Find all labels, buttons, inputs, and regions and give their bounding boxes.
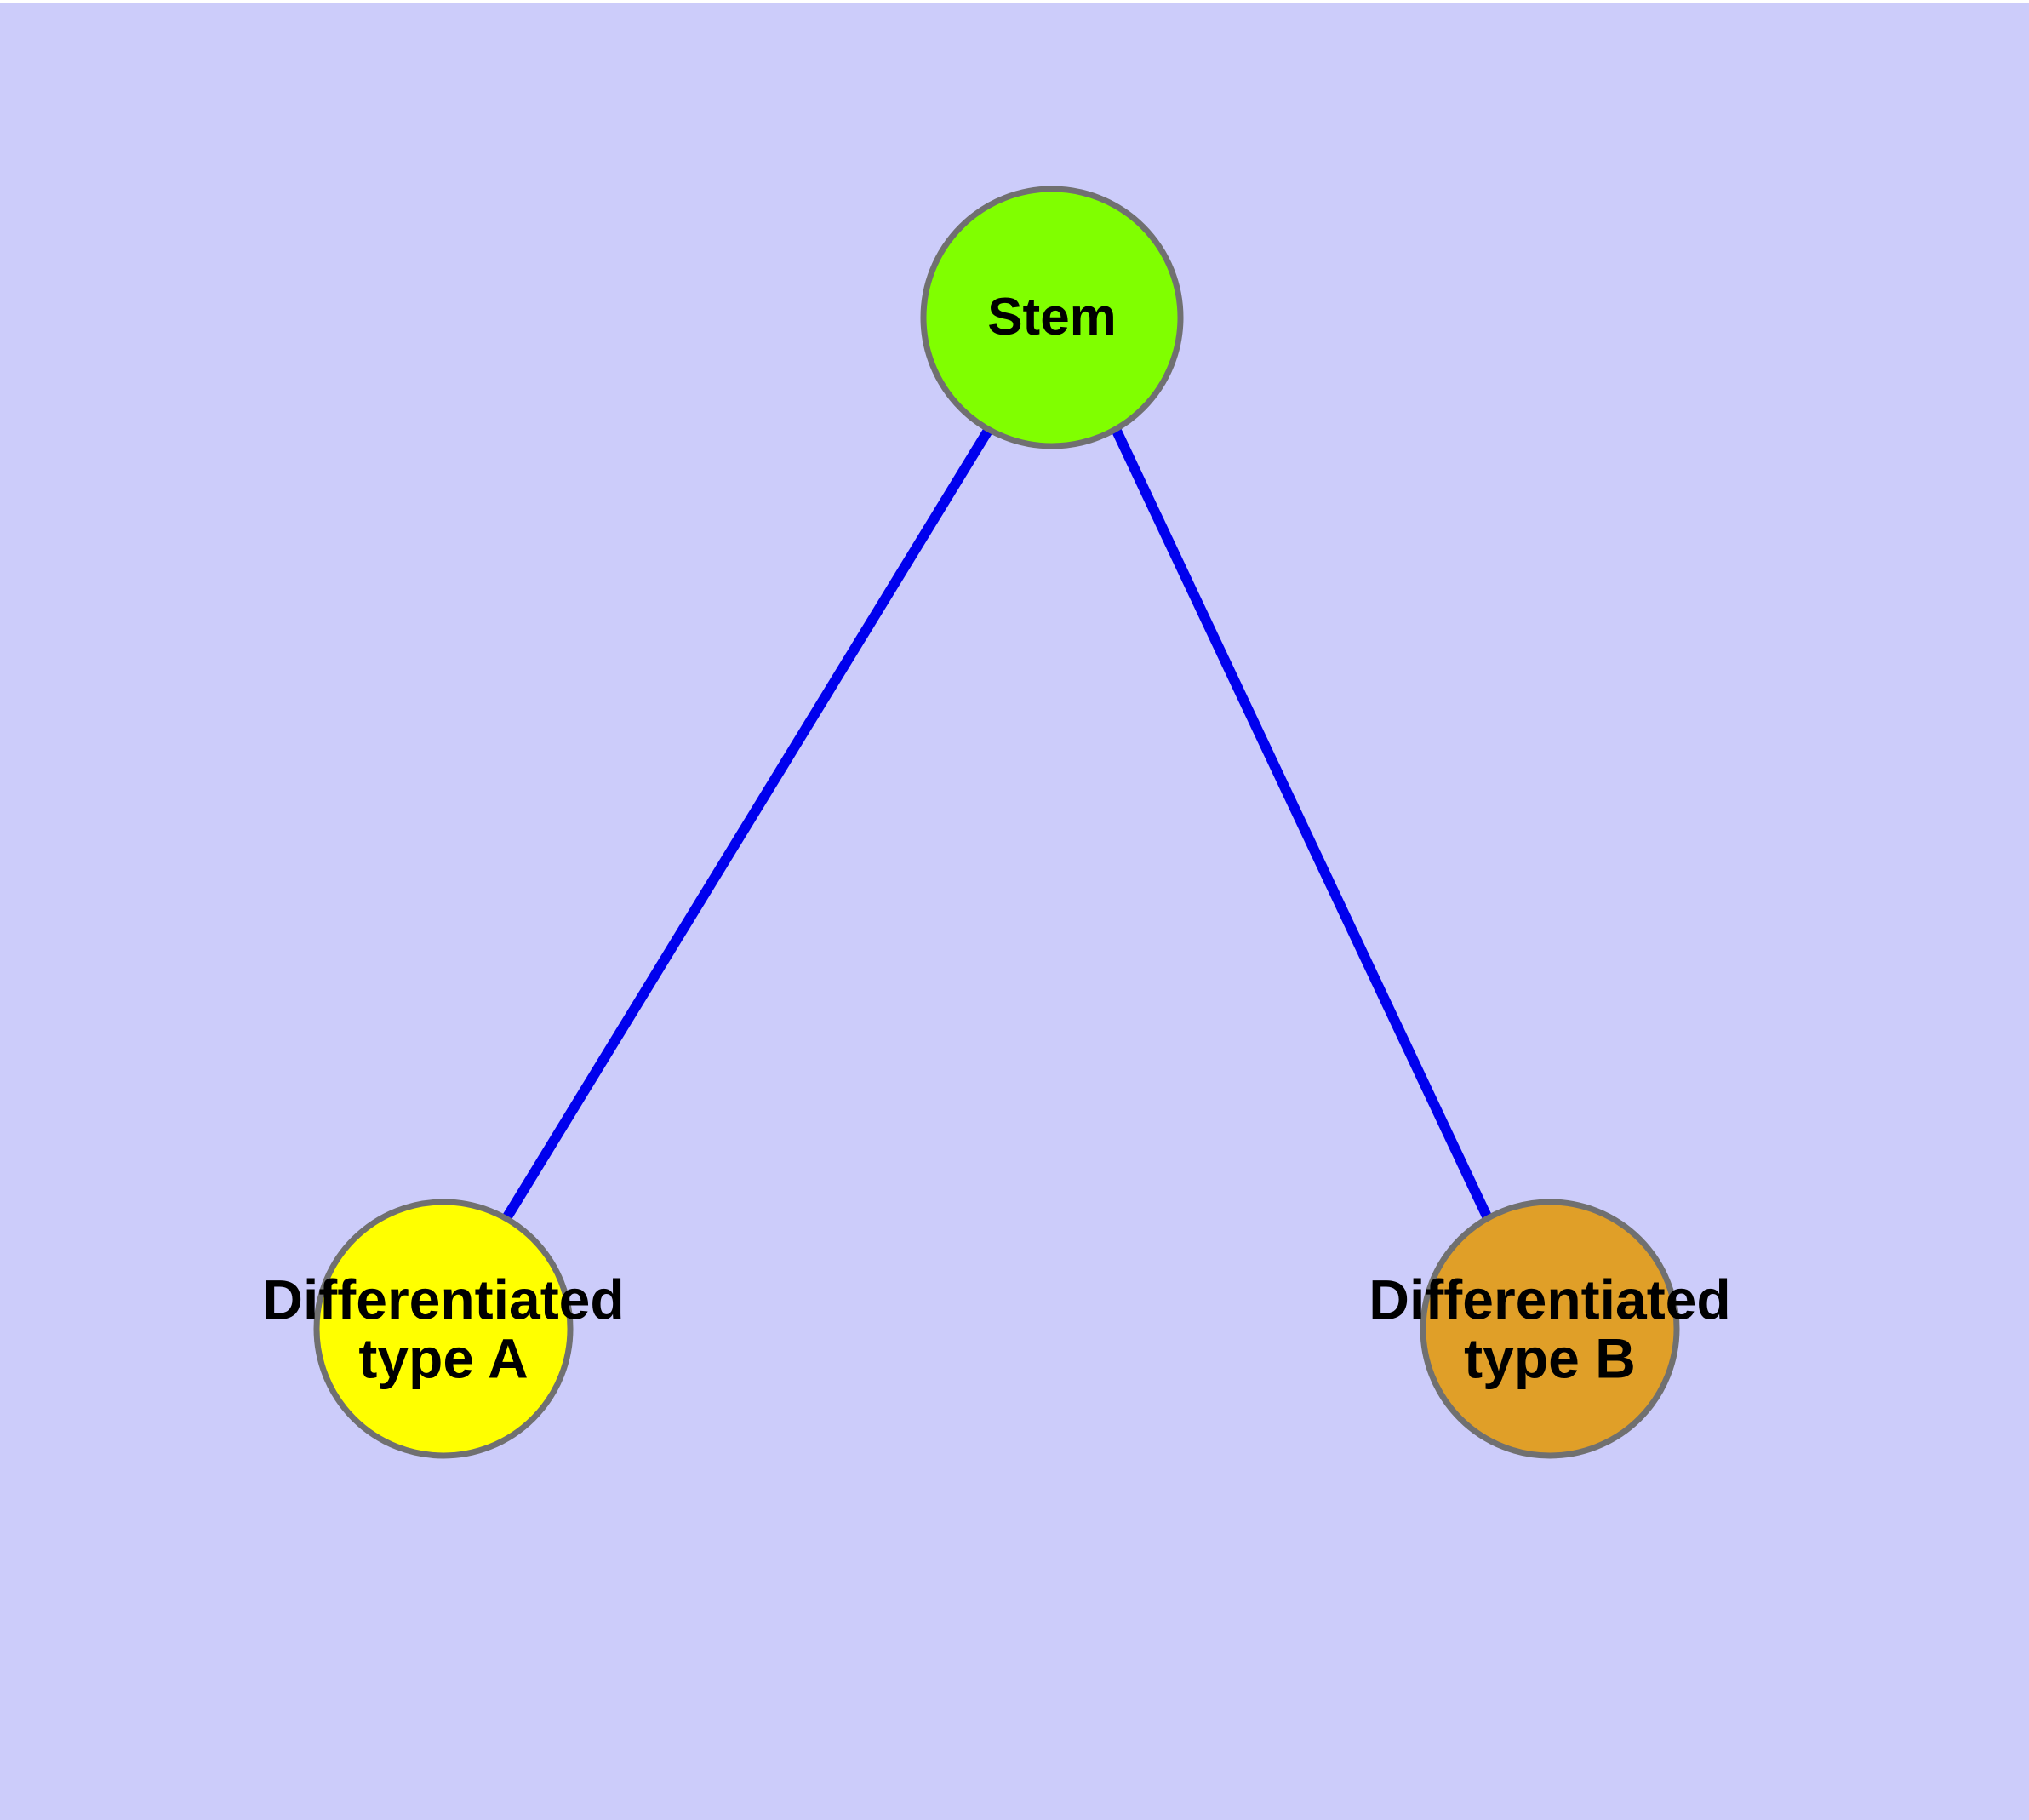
edge-layer <box>501 426 1493 1222</box>
node-differentiated-type-a[interactable] <box>313 1199 574 1459</box>
node-stem[interactable] <box>920 186 1184 449</box>
edge-stem-to-differentiated-type-b[interactable] <box>1111 426 1493 1221</box>
node-layer <box>313 186 1680 1459</box>
edge-stem-to-differentiated-type-a[interactable] <box>501 426 994 1222</box>
node-differentiated-type-b[interactable] <box>1420 1199 1680 1459</box>
